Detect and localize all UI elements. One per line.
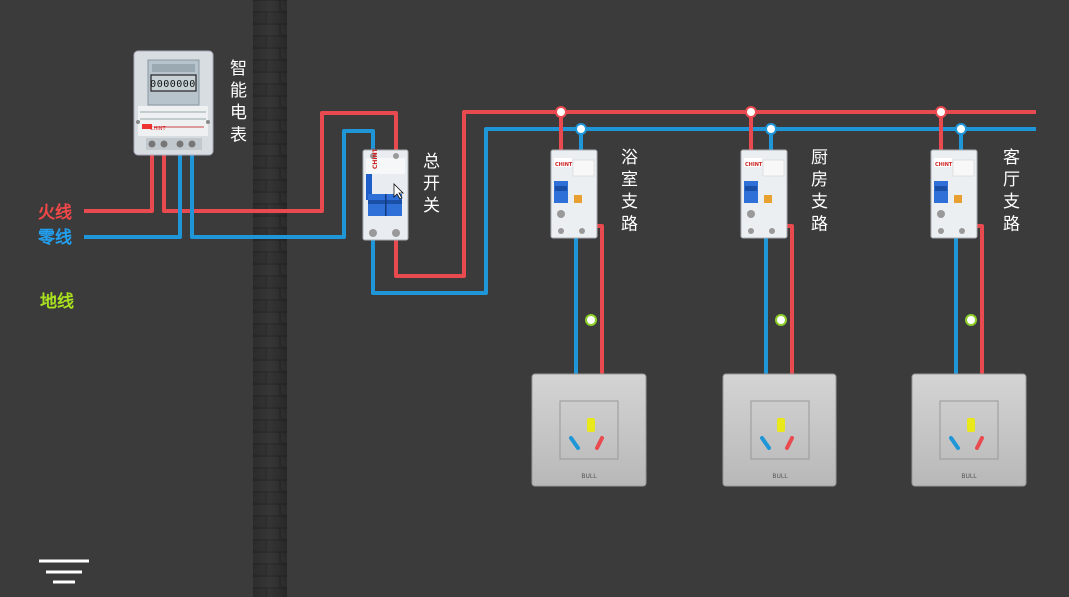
live-wire-label: 火线	[38, 202, 72, 223]
ground-wire-label: 地线	[40, 291, 74, 312]
junction-dots	[555, 106, 977, 326]
socket-brand-bathroom: BULL	[581, 473, 597, 480]
branch-breaker-bathroom	[550, 149, 598, 239]
live-wire-meter-out	[162, 111, 398, 213]
cursor-arrow-icon	[393, 183, 404, 200]
main-switch-label: 总开关	[423, 152, 440, 216]
neutral-wire-label: 零线	[37, 227, 72, 248]
socket-brand-living-room: BULL	[961, 473, 977, 480]
branch-breaker-kitchen	[740, 149, 788, 239]
live-wire-in	[84, 146, 154, 213]
neutral-wire-meter-out	[190, 129, 375, 239]
main-switch-brand: CHINT	[372, 147, 379, 169]
socket-bathroom	[531, 373, 647, 487]
meter-display-digits: 0000000	[150, 79, 196, 90]
brick-wall	[253, 0, 287, 597]
neutral-wire-main-out	[371, 127, 1036, 295]
ground-symbol-icon	[39, 559, 89, 584]
live-wire-main-out	[394, 110, 1036, 278]
meter-display	[150, 74, 197, 92]
socket-living-room	[911, 373, 1027, 487]
main-switch-breaker	[362, 149, 409, 241]
branch-breaker-brand-kitchen: CHINT	[745, 162, 763, 168]
socket-brand-kitchen: BULL	[772, 473, 788, 480]
smart-meter	[133, 50, 214, 156]
branch-breaker-brand-living-room: CHINT	[935, 162, 953, 168]
branch-label-bathroom: 浴室支路	[621, 148, 638, 234]
meter-brand: CHINT	[150, 126, 166, 132]
branch-breaker-living-room	[930, 149, 978, 239]
meter-label: 智能电表	[230, 59, 247, 145]
branch-label-kitchen: 厨房支路	[811, 148, 828, 234]
branch-breaker-brand-bathroom: CHINT	[555, 162, 573, 168]
socket-kitchen	[722, 373, 837, 487]
neutral-wire-in	[84, 146, 182, 239]
wires	[62, 110, 1036, 560]
branch-label-living-room: 客厅支路	[1003, 148, 1020, 234]
